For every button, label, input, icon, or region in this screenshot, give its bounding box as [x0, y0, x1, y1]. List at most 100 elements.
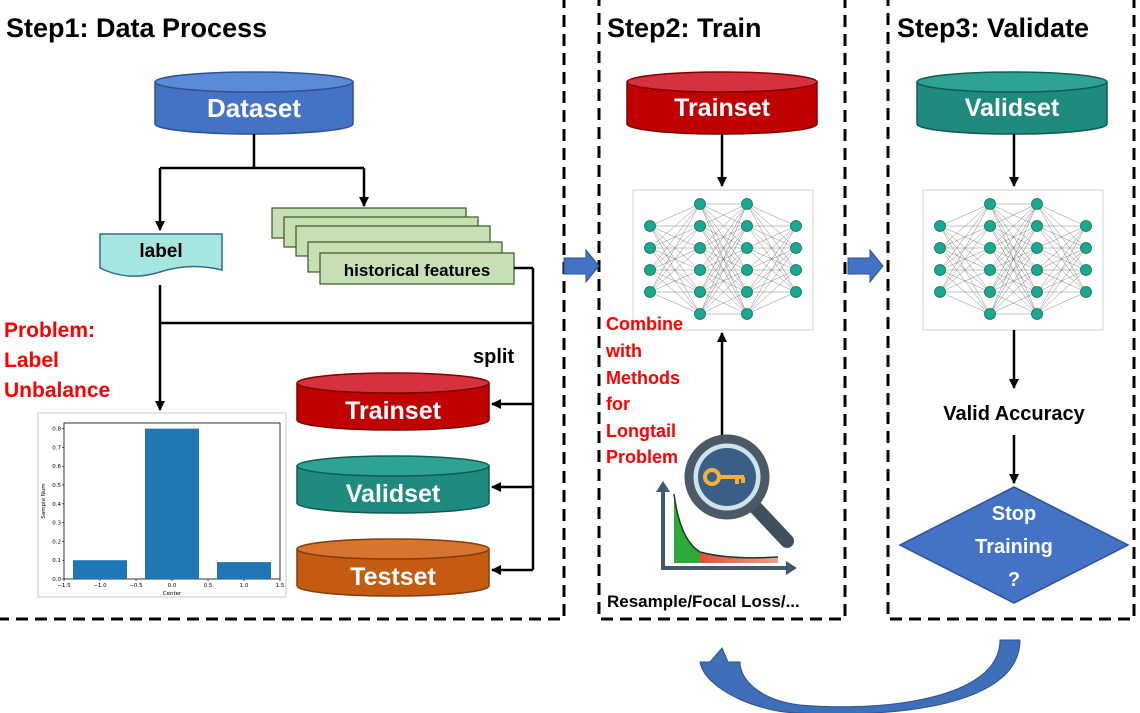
problem-line-3: Unbalance — [4, 379, 110, 402]
histogram-xtick-label: −1.5 — [57, 583, 71, 589]
histogram-xtick-label: 1.0 — [240, 583, 249, 589]
network-node — [790, 242, 802, 254]
histogram-ytick-label: 0.2 — [52, 539, 61, 545]
network-node — [694, 286, 706, 298]
svg-text:Trainset: Trainset — [345, 397, 442, 425]
network-node — [1080, 220, 1092, 232]
histogram-ytick-label: 0.8 — [52, 427, 61, 433]
histogram-xtick-label: −1.0 — [93, 583, 107, 589]
network-node — [1031, 264, 1043, 276]
dataset-connectors — [155, 134, 369, 231]
histogram-xtick-label: 0.0 — [168, 583, 177, 589]
histogram-bar — [73, 560, 127, 579]
network-node — [741, 308, 753, 320]
network-node — [741, 264, 753, 276]
network-node — [984, 198, 996, 210]
network-node — [790, 286, 802, 298]
network-node — [741, 286, 753, 298]
network-node — [694, 220, 706, 232]
histogram-ylabel: Sample Num — [41, 483, 47, 518]
step2-to-step3-arrow — [847, 248, 884, 284]
problem-line-1: Problem: — [4, 319, 95, 342]
step3-validset-cylinder: Validset — [916, 71, 1108, 135]
network-node — [984, 242, 996, 254]
histogram-ytick-label: 0.4 — [52, 502, 61, 508]
network-node — [1031, 286, 1043, 298]
histogram-xlabel: Center — [163, 591, 182, 597]
histogram-ytick-label: 0.0 — [52, 577, 61, 583]
network-node — [741, 220, 753, 232]
network-node — [790, 220, 802, 232]
combine-line-1: Combine — [606, 314, 683, 334]
network-node — [741, 242, 753, 254]
historical-features-label: historical features — [344, 261, 490, 280]
svg-text:Training: Training — [975, 536, 1053, 558]
histogram-xtick-label: 0.5 — [204, 583, 213, 589]
step1-testset-cylinder: Testset — [296, 538, 490, 597]
stop-training-decision: Stop Training ? — [898, 486, 1130, 604]
svg-text:Dataset: Dataset — [207, 93, 301, 123]
combine-line-2: with — [605, 341, 642, 361]
network-node — [934, 242, 946, 254]
network-node — [1080, 286, 1092, 298]
longtail-distribution-icon — [656, 481, 797, 575]
network-node — [790, 264, 802, 276]
step1-to-step2-arrow — [563, 248, 600, 284]
network-node — [934, 264, 946, 276]
svg-text:Validset: Validset — [346, 480, 441, 508]
dataset-cylinder: Dataset — [154, 71, 354, 135]
histogram-ytick-label: 0.7 — [52, 445, 61, 451]
network-node — [741, 198, 753, 210]
curved-return-arrow-icon — [699, 639, 1021, 713]
svg-text:Trainset: Trainset — [674, 94, 771, 122]
label-document: label — [99, 233, 223, 277]
step1-validset-cylinder: Validset — [296, 455, 490, 514]
step1-frame — [0, 0, 566, 621]
magnifier-key-icon — [684, 434, 794, 548]
network-node — [694, 308, 706, 320]
network-node — [984, 220, 996, 232]
histogram-xtick-label: 1.5 — [276, 583, 285, 589]
network-node — [694, 242, 706, 254]
network-node — [984, 264, 996, 276]
problem-line-2: Label — [4, 349, 59, 372]
combine-line-5: Longtail — [606, 421, 676, 441]
svg-text:Stop: Stop — [992, 503, 1036, 525]
svg-text:label: label — [139, 241, 182, 262]
network-node — [644, 286, 656, 298]
svg-text:Validset: Validset — [965, 94, 1060, 122]
histogram-ytick-label: 0.6 — [52, 464, 61, 470]
combine-line-3: Methods — [606, 368, 680, 388]
step2-title: Step2: Train — [607, 13, 762, 43]
network-node — [694, 198, 706, 210]
neural-network-icon — [632, 189, 814, 331]
network-node — [984, 308, 996, 320]
network-node — [1031, 198, 1043, 210]
step1-trainset-cylinder: Trainset — [296, 372, 490, 431]
svg-text:?: ? — [1008, 569, 1020, 591]
histogram-xtick-label: −0.5 — [129, 583, 143, 589]
network-node — [1031, 242, 1043, 254]
step1-title: Step1: Data Process — [6, 13, 267, 43]
network-node — [984, 286, 996, 298]
histogram-bar — [145, 428, 199, 579]
combine-line-6: Problem — [606, 447, 678, 467]
network-node — [1080, 242, 1092, 254]
step2-frame — [597, 0, 847, 621]
step3-title: Step3: Validate — [897, 13, 1089, 43]
step3-frame — [886, 0, 1136, 621]
network-node — [694, 264, 706, 276]
svg-text:Testset: Testset — [350, 563, 436, 591]
network-node — [934, 286, 946, 298]
combine-line-4: for — [606, 394, 630, 414]
histogram-ytick-label: 0.5 — [52, 483, 61, 489]
network-node — [934, 220, 946, 232]
network-node — [644, 242, 656, 254]
network-node — [1080, 264, 1092, 276]
network-node — [644, 220, 656, 232]
split-label: split — [473, 346, 514, 368]
neural-network-icon — [922, 189, 1104, 331]
histogram-ytick-label: 0.3 — [52, 521, 61, 527]
